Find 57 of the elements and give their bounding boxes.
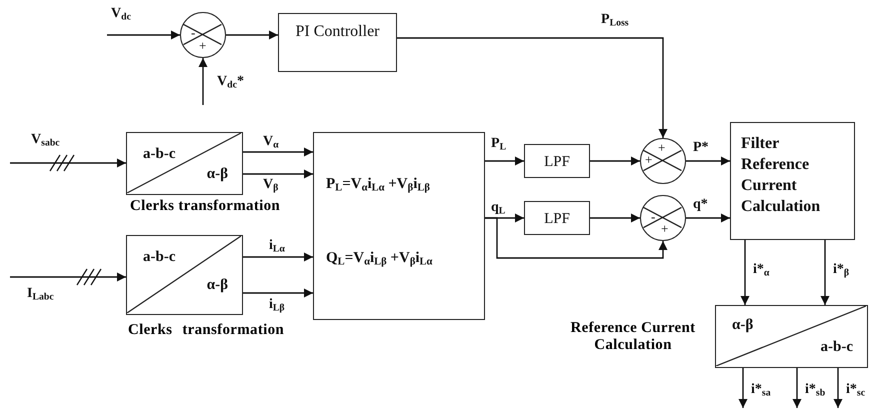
summing-junction xyxy=(180,12,226,58)
edge-label: i*$_{β}$ xyxy=(832,262,850,280)
arrow xyxy=(686,156,730,166)
edge-label: i$_{Lβ}$ xyxy=(268,297,286,314)
transform-box xyxy=(126,132,243,195)
arrow xyxy=(590,214,640,222)
block-label: PI Controller xyxy=(294,22,380,42)
arrow xyxy=(397,37,668,138)
sign-label: + xyxy=(199,39,206,52)
equation-text: P$_{L}$=V$_{α}$i$_{Lα}$ +V$_{β}$i$_{Lβ}$ xyxy=(326,177,430,194)
block-label: α-β xyxy=(206,166,228,182)
arrow xyxy=(834,368,842,408)
sign-label: - xyxy=(651,210,656,223)
arrow xyxy=(10,158,126,168)
block-label: α-β xyxy=(206,278,228,293)
arrow xyxy=(10,272,126,282)
arrow xyxy=(686,214,730,222)
arrow xyxy=(107,30,180,40)
power-calculation-box xyxy=(313,132,485,320)
filter-box xyxy=(524,201,590,235)
block-label: a-b-c xyxy=(143,147,176,162)
block-caption: Clerks transformation xyxy=(128,322,284,339)
summing-junction xyxy=(640,195,686,241)
arrow xyxy=(226,30,278,40)
equation-text: Q$_{L}$=V$_{α}$i$_{Lβ}$ +V$_{β}$i$_{Lα}$ xyxy=(326,251,432,268)
arrow xyxy=(590,156,640,166)
transform-box xyxy=(715,305,868,368)
edge-label: q* xyxy=(692,197,709,212)
block-label: Filter Reference Current Calculation xyxy=(740,134,822,218)
edge-label: V$_{β}$ xyxy=(262,177,280,194)
arrow xyxy=(485,156,524,166)
arrow xyxy=(738,368,748,408)
block-label: LPF xyxy=(543,153,571,172)
transform-box xyxy=(126,235,243,315)
block-label: a-b-c xyxy=(820,340,853,355)
process-box xyxy=(730,122,855,240)
filter-box xyxy=(524,144,590,178)
block-caption: Clerks transformation xyxy=(130,198,280,215)
arrow xyxy=(820,240,830,305)
arrow xyxy=(485,217,668,259)
block-caption: Reference Current Calculation xyxy=(570,320,696,354)
arrow xyxy=(740,240,750,305)
arrow xyxy=(243,148,313,156)
controller-box xyxy=(278,13,397,72)
arrow xyxy=(243,252,313,262)
sign-label: + xyxy=(658,141,666,154)
sign-label: - xyxy=(191,26,196,39)
arrow xyxy=(243,288,313,298)
sign-label: + xyxy=(645,153,652,166)
summing-junction xyxy=(640,138,686,184)
arrow xyxy=(198,58,208,105)
block-label: LPF xyxy=(543,210,571,229)
block-label: α-β xyxy=(732,318,754,333)
sign-label: + xyxy=(661,222,668,235)
arrow xyxy=(792,368,802,408)
block-label: a-b-c xyxy=(143,250,176,265)
arrow xyxy=(243,170,313,178)
